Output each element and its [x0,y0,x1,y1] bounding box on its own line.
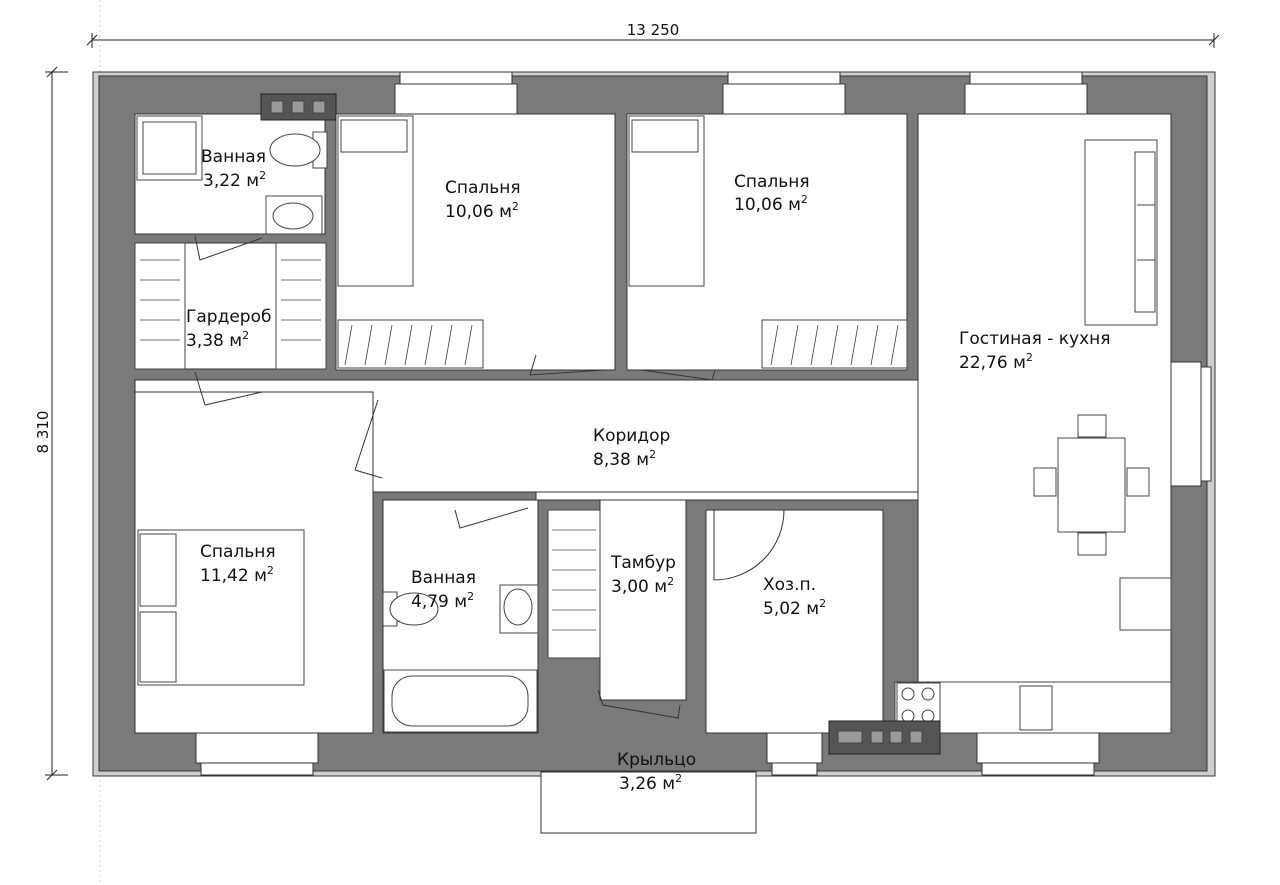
dimension-height: 8 310 [34,411,52,454]
room-area-bedroom-3: 11,42 м2 [200,564,274,586]
room-labels: Ванная 3,22 м2 Спальня 10,06 м2 Спальня … [186,147,1111,794]
room-name-utility: Хоз.п. [763,575,816,595]
room-area-corridor: 8,38 м2 [593,448,656,470]
dimension-lines [45,33,1220,781]
wardrobe-shelf-right [275,242,327,370]
room-area-porch: 3,26 м2 [619,772,682,794]
vestibule-closet [547,509,601,659]
dining-table [1057,437,1126,533]
room-name-wardrobe: Гардероб [186,307,271,327]
room-utility [705,509,884,734]
room-area-wardrobe: 3,38 м2 [186,329,249,351]
room-area-bath-large: 4,79 м2 [411,590,474,612]
fridge [1119,577,1172,631]
dimension-width: 13 250 [627,21,680,39]
porch-outline [540,771,757,834]
closet-hatching [140,259,899,631]
room-area-bedroom-2: 10,06 м2 [734,193,808,215]
windows [195,71,1212,776]
sink [1019,685,1053,731]
room-area-utility: 5,02 м2 [763,597,826,619]
room-name-bedroom-1: Спальня [445,178,521,198]
room-area-bedroom-1: 10,06 м2 [445,200,519,222]
room-name-living: Гостиная - кухня [959,329,1111,349]
room-area-living: 22,76 м2 [959,351,1033,373]
furniture [134,93,1172,755]
room-name-bedroom-3: Спальня [200,542,276,562]
room-name-bedroom-2: Спальня [734,172,810,192]
closet-1 [337,319,484,369]
doors [194,235,785,719]
wardrobe-shelf-left [134,242,186,370]
room-name-porch: Крыльцо [617,750,696,770]
room-name-bath-large: Ванная [411,568,476,588]
room-area-bath-small: 3,22 м2 [203,169,266,191]
room-vestibule [599,499,687,701]
room-name-corridor: Коридор [593,426,670,446]
room-area-vestibule: 3,00 м2 [611,575,674,597]
room-name-vestibule: Тамбур [610,553,676,573]
room-name-bath-small: Ванная [201,147,266,167]
